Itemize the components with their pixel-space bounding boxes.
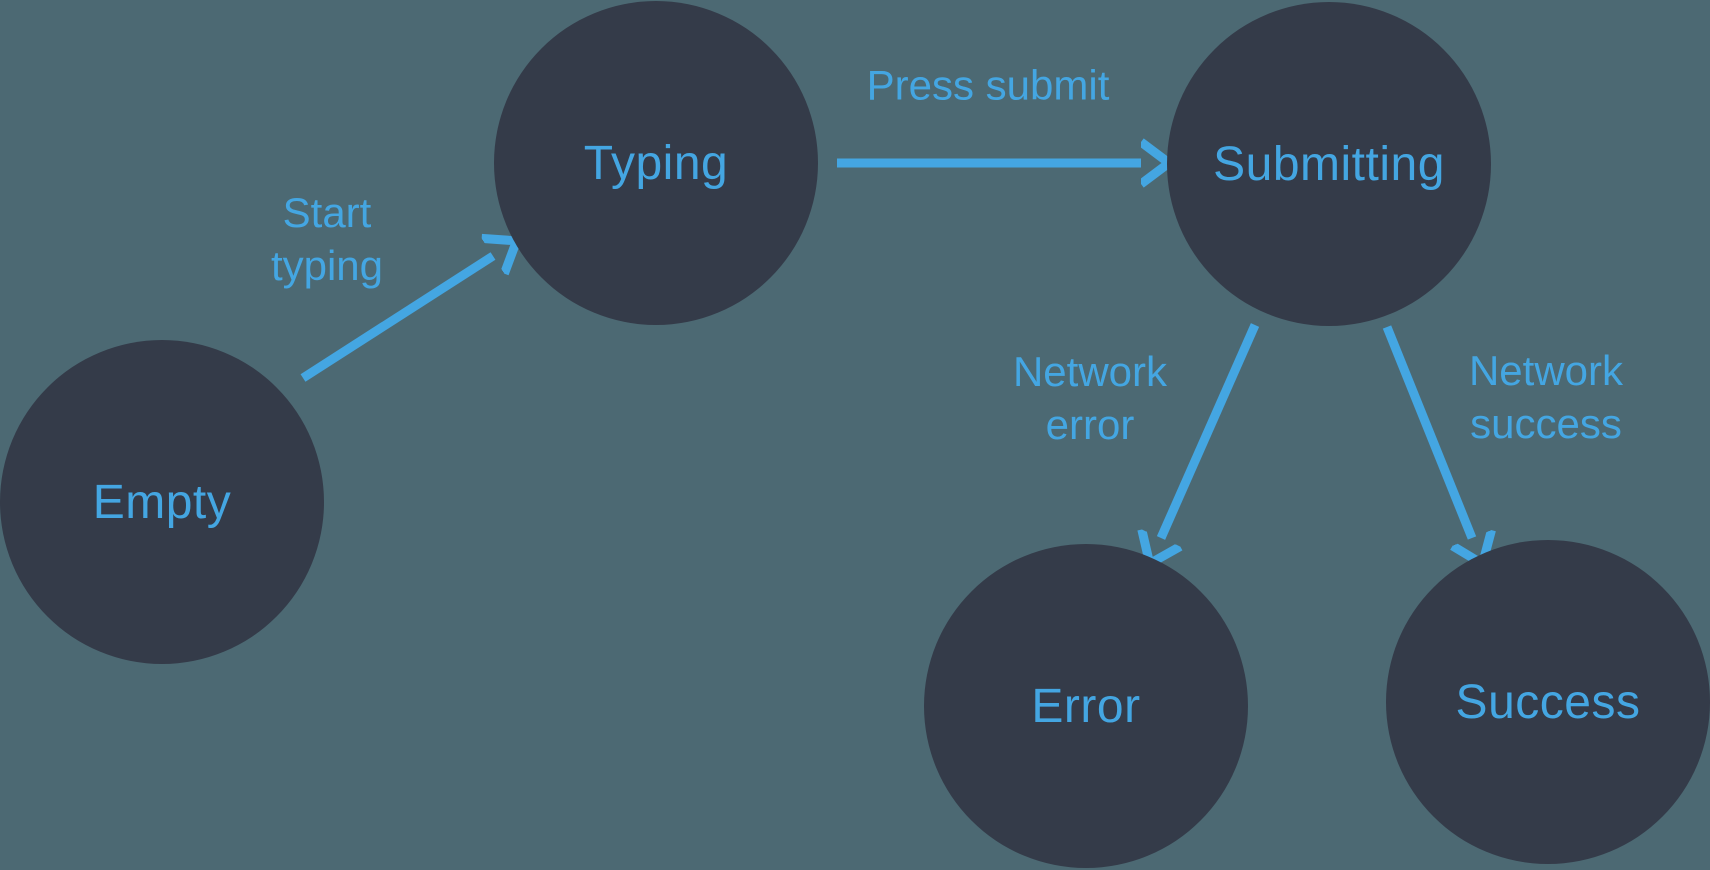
state-node-submitting: Submitting: [1167, 2, 1491, 326]
arrow-submitting-to-error: [1161, 323, 1260, 538]
arrow-submitting-to-success: [1382, 325, 1472, 538]
edge-label-network-error: Network error: [1012, 348, 1168, 448]
state-label-success: Success: [1455, 675, 1641, 729]
state-node-empty: Empty: [0, 340, 324, 664]
state-label-error: Error: [1031, 679, 1141, 733]
state-node-success: Success: [1386, 540, 1710, 864]
edge-label-network-success: Network success: [1468, 347, 1624, 447]
edge-label-press-submit: Press submit: [866, 61, 1110, 109]
arrow-empty-to-typing: [300, 256, 493, 382]
edge-label-start-typing: Start typing: [270, 189, 384, 289]
state-label-empty: Empty: [92, 475, 232, 529]
state-node-error: Error: [924, 544, 1248, 868]
state-label-typing: Typing: [583, 136, 729, 190]
state-node-typing: Typing: [494, 1, 818, 325]
state-label-submitting: Submitting: [1213, 137, 1445, 191]
